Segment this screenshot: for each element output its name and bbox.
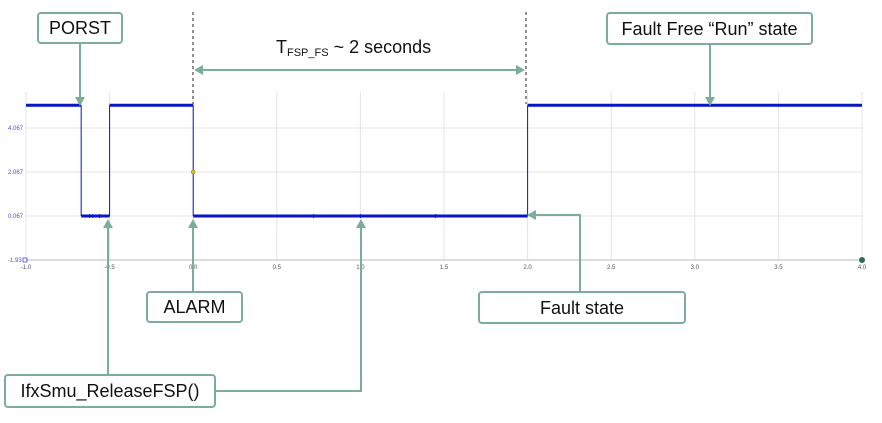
release-fsp-callout: IfxSmu_ReleaseFSP() xyxy=(4,374,216,408)
x-tick-label: -0.5 xyxy=(104,265,115,271)
duration-subscript: FSP_FS xyxy=(287,47,329,59)
duration-suffix: ~ 2 seconds xyxy=(328,37,432,57)
alarm-callout: ALARM xyxy=(146,291,243,323)
x-tick-label: 1.5 xyxy=(440,265,449,271)
signal-markers xyxy=(190,169,196,175)
release-fsp-connector xyxy=(103,219,366,392)
signal-marker-point xyxy=(190,169,196,175)
axis-start-marker xyxy=(22,257,28,263)
axis-end-marker xyxy=(859,257,865,263)
duration-label: TFSP_FS ~ 2 seconds xyxy=(276,37,431,59)
porst-connector xyxy=(75,42,85,106)
alarm-connector xyxy=(188,219,198,291)
fault-state-connector xyxy=(527,210,581,291)
x-tick-label: 3.0 xyxy=(691,265,700,271)
x-tick-label: 2.5 xyxy=(607,265,616,271)
y-tick-label: 4.067 xyxy=(8,126,24,132)
run-state-connector xyxy=(705,45,715,106)
y-axis-ticks: 4.067 2.067 0.067 -1.93 xyxy=(8,126,24,264)
chart-grid xyxy=(22,92,865,263)
x-tick-label: 4.0 xyxy=(858,265,867,271)
duration-arrow xyxy=(194,65,525,75)
x-tick-label: 0.5 xyxy=(273,265,282,271)
fault-state-callout: Fault state xyxy=(478,291,686,324)
y-tick-label: 2.067 xyxy=(8,170,24,176)
x-tick-label: -1.0 xyxy=(21,265,32,271)
x-tick-label: 3.5 xyxy=(774,265,783,271)
duration-prefix: T xyxy=(276,37,287,57)
run-state-callout: Fault Free “Run” state xyxy=(606,12,813,45)
y-tick-label: -1.93 xyxy=(8,258,22,264)
porst-callout: PORST xyxy=(37,12,123,44)
y-tick-label: 0.067 xyxy=(8,214,24,220)
signal-trace xyxy=(26,103,862,219)
x-axis-ticks: -1.0-0.50.00.51.01.52.02.53.03.54.0 xyxy=(21,265,867,271)
x-tick-label: 2.0 xyxy=(523,265,532,271)
